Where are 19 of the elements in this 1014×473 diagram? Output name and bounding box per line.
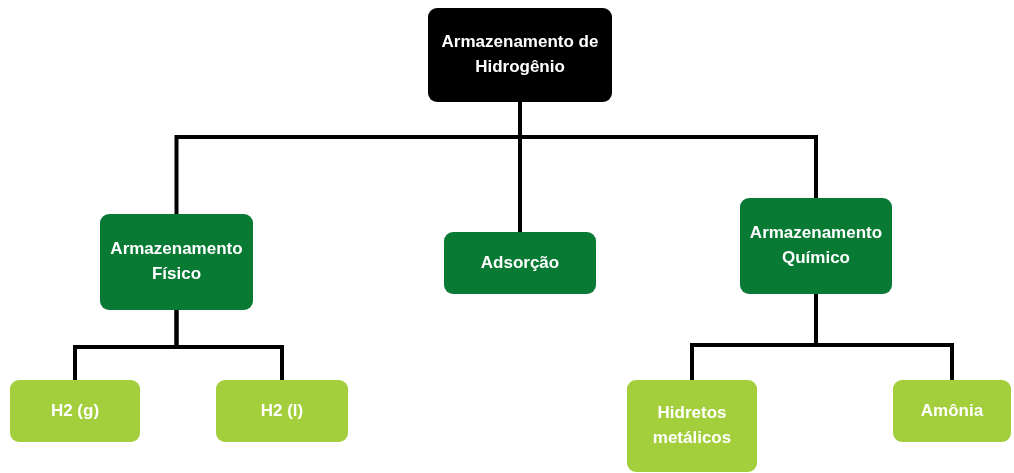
node-label: Adsorção (480, 251, 560, 274)
node-label: H2 (g) (50, 399, 100, 422)
category-box (216, 380, 348, 442)
connector-line (174, 310, 284, 380)
node-label: Armazenamento Químico (748, 222, 884, 269)
category-box (893, 380, 1011, 442)
node-label: Armazenamento de Hidrogênio (440, 31, 600, 78)
category-box (10, 380, 140, 442)
node-label: Amônia (920, 399, 984, 422)
connector-line (518, 102, 818, 198)
category-box (428, 8, 612, 102)
connector-line (814, 294, 954, 380)
node-label: H2 (l) (260, 399, 304, 422)
category-box (740, 198, 892, 294)
category-box (627, 380, 757, 472)
category-box (444, 232, 596, 294)
node-label: Armazenamento Físico (109, 238, 244, 285)
category-box (100, 214, 253, 310)
node-label: Hidretos metálicos (651, 402, 733, 449)
